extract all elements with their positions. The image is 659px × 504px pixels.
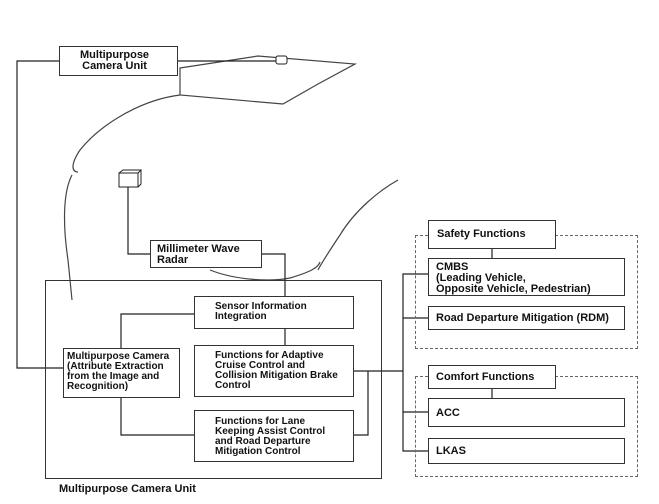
top-camera-unit-box: Multipurpose Camera Unit (59, 46, 178, 76)
lkas-box: LKAS (428, 438, 625, 464)
car-outline-sketch (63, 55, 399, 301)
camera-unit-caption: Multipurpose Camera Unit (59, 483, 196, 495)
top-camera-unit-label: Multipurpose Camera Unit (80, 49, 150, 72)
bumper-curve (63, 174, 73, 301)
radar-sensor-icon (118, 169, 143, 188)
sensor-fusion-box: Sensor Information Integration (194, 296, 354, 329)
lkas-rdm-functions-label: Functions for Lane Keeping Assist Contro… (215, 416, 326, 457)
multipurpose-camera-label: Multipurpose Camera (Attribute Extractio… (67, 351, 170, 392)
wheel-arch (209, 261, 321, 281)
safety-functions-title: Safety Functions (437, 228, 526, 240)
hood-curve (72, 94, 181, 173)
wire-camera-to-lkas (120, 398, 194, 436)
multipurpose-camera-box: Multipurpose Camera (Attribute Extractio… (63, 348, 180, 398)
rdm-box: Road Departure Mitigation (RDM) (428, 306, 625, 330)
cmbs-box: CMBS (Leading Vehicle, Opposite Vehicle,… (428, 258, 625, 296)
wire-camera-to-fusion (120, 313, 194, 348)
lkas-label: LKAS (436, 445, 466, 457)
rdm-label: Road Departure Mitigation (RDM) (436, 312, 609, 324)
radar-label: Millimeter Wave Radar (157, 243, 240, 266)
wire-radar-to-fusion (262, 253, 286, 296)
windshield-camera-icon (275, 55, 288, 65)
safety-functions-title-box: Safety Functions (428, 220, 556, 249)
sensor-fusion-label: Sensor Information Integration (215, 301, 307, 322)
wire-top-camera (16, 60, 63, 369)
acc-cmbs-functions-box: Functions for Adaptive Cruise Control an… (194, 345, 354, 397)
acc-label: ACC (436, 407, 460, 419)
lkas-rdm-functions-box: Functions for Lane Keeping Assist Contro… (194, 410, 354, 462)
comfort-functions-title-box: Comfort Functions (428, 365, 556, 389)
wire-lkas-out (354, 371, 369, 436)
wire-radar-sensor (127, 187, 150, 255)
camera-unit-frame (45, 280, 382, 479)
cmbs-label: CMBS (Leading Vehicle, Opposite Vehicle,… (436, 261, 591, 295)
radar-box: Millimeter Wave Radar (150, 240, 262, 268)
acc-cmbs-functions-label: Functions for Adaptive Cruise Control an… (215, 350, 338, 391)
fender-curve (317, 179, 399, 271)
comfort-functions-title: Comfort Functions (436, 371, 535, 383)
connector-lines (16, 60, 493, 452)
windshield-outline (179, 55, 358, 105)
acc-box: ACC (428, 398, 625, 427)
